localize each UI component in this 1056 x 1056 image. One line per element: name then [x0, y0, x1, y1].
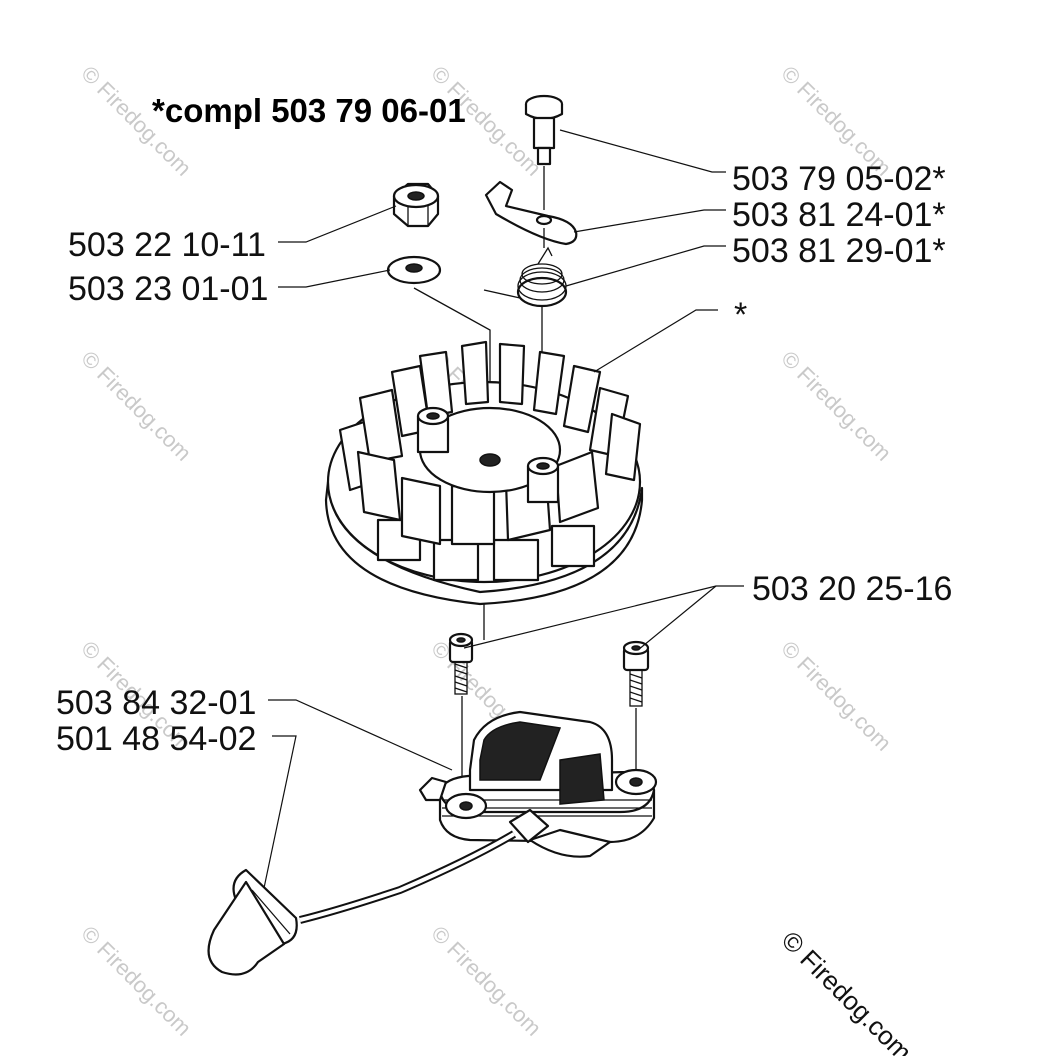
screw-left — [448, 632, 474, 800]
flywheel — [324, 340, 644, 606]
assembly-title: *compl 503 79 06-01 — [152, 92, 466, 129]
ignition-module — [418, 710, 658, 858]
part-label-flywheel: * — [734, 296, 747, 334]
corner-watermark: © Firedog.com — [776, 925, 918, 1056]
watermark: © Firedog.com — [426, 921, 546, 1041]
watermark: © Firedog.com — [776, 636, 896, 756]
pawl — [484, 180, 578, 246]
part-label-screws: 503 20 25-16 — [752, 570, 952, 608]
part-label-module: 503 84 32-01 — [56, 684, 256, 722]
screw-right — [622, 640, 650, 772]
part-label-pawl: 503 81 24-01* — [732, 196, 946, 234]
watermark: © Firedog.com — [776, 346, 896, 466]
part-label-spark-cap: 501 48 54-02 — [56, 720, 256, 758]
part-label-washer: 503 23 01-01 — [68, 270, 268, 308]
spark-plug-cap — [207, 830, 517, 976]
part-label-pin: 503 79 05-02* — [732, 160, 946, 198]
leader-lines — [263, 129, 744, 889]
watermark: © Firedog.com — [76, 921, 196, 1041]
washer — [386, 255, 442, 285]
flywheel-boss-right — [526, 456, 560, 504]
part-label-nut: 503 22 10-11 — [68, 226, 266, 264]
flywheel-fins — [338, 340, 642, 546]
nut — [392, 182, 440, 228]
starter-pin — [524, 94, 564, 210]
watermark: © Firedog.com — [76, 346, 196, 466]
part-label-spring: 503 81 29-01* — [732, 232, 946, 270]
flywheel-boss-left — [416, 406, 450, 454]
